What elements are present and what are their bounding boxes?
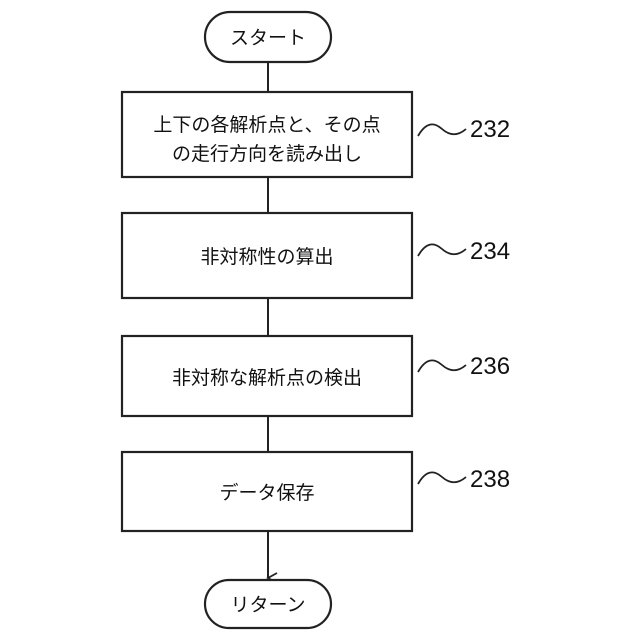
ref-234: 234	[470, 238, 510, 265]
process-step-232: 上下の各解析点と、その点 の走行方向を読み出し	[122, 92, 412, 177]
end-terminal: リターン	[205, 580, 331, 628]
step-232-label-line-2: の走行方向を読み出し	[172, 143, 362, 165]
leader-232	[418, 124, 466, 136]
ref-232: 232	[470, 116, 510, 143]
step-232-label-line-1: 上下の各解析点と、その点	[153, 114, 380, 136]
leader-236	[418, 360, 466, 372]
end-label: リターン	[230, 594, 305, 616]
step-234-label: 非対称性の算出	[200, 246, 333, 268]
start-terminal: スタート	[205, 12, 331, 62]
step-238-label: データ保存	[219, 482, 314, 504]
leader-238	[418, 472, 466, 484]
leader-234	[418, 244, 466, 256]
step-236-label: 非対称な解析点の検出	[172, 367, 362, 389]
process-step-238: データ保存	[122, 452, 412, 531]
process-step-236: 非対称な解析点の検出	[122, 336, 412, 416]
ref-238: 238	[470, 466, 510, 493]
start-label: スタート	[230, 27, 306, 49]
ref-236: 236	[470, 353, 510, 380]
process-step-234: 非対称性の算出	[122, 213, 412, 298]
